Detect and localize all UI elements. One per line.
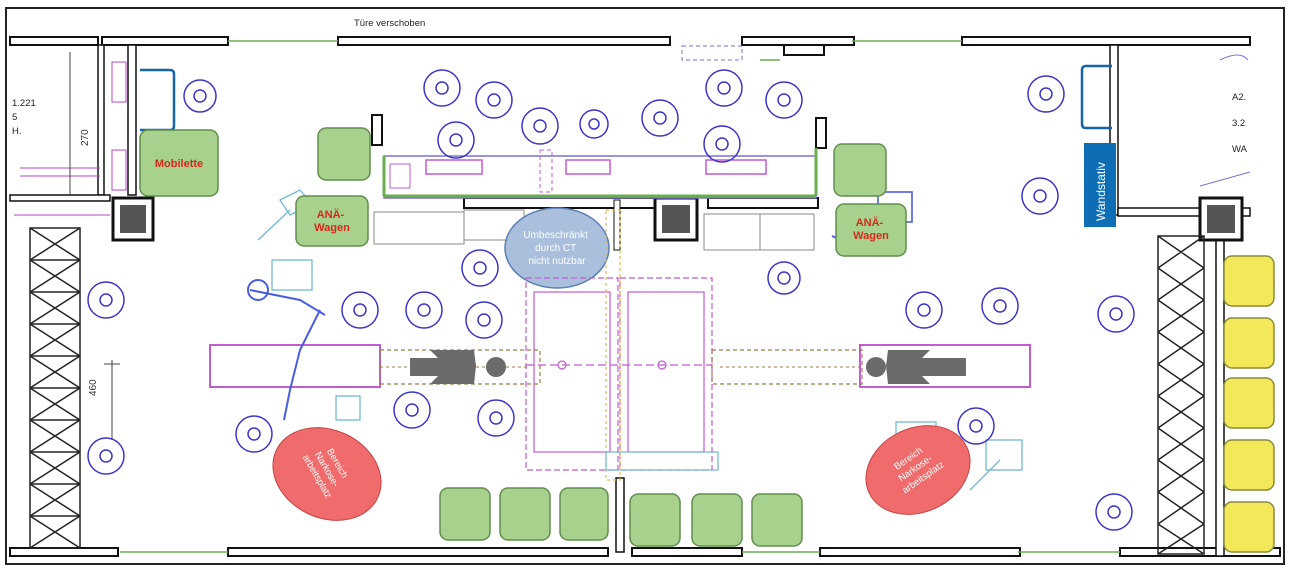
c-arm-left: [247, 189, 361, 421]
mobilette-box: [139, 129, 219, 197]
ct-line-3: nicht nutzbar: [528, 256, 586, 267]
anesthesia-zone-right: Bereich Narkose- arbeitsplatz: [865, 425, 971, 515]
structural-columns: [111, 196, 1244, 242]
staff-figures: [87, 69, 1135, 531]
right-room-line-2: 3.2: [1232, 118, 1245, 129]
person-icon: [475, 81, 513, 119]
left-room-line-2: 5: [12, 112, 17, 123]
left-room-number: 1.221 5 H.: [12, 98, 38, 137]
left-room-line-3: H.: [12, 126, 22, 137]
person-icon: [981, 287, 1019, 325]
dimension-460: 460: [88, 379, 99, 396]
person-icon: [341, 291, 379, 329]
person-icon: [579, 109, 609, 139]
equipment-boxes: [139, 127, 907, 547]
person-icon: [235, 415, 273, 453]
left-annex: [14, 61, 127, 216]
ct-restriction-label: Umbeschränkt durch CT nicht nutzbar: [523, 230, 590, 267]
mobilette-label: Mobilette: [155, 158, 203, 170]
ana-left-line-2: Wagen: [314, 222, 350, 234]
person-icon: [905, 291, 943, 329]
person-icon: [477, 399, 515, 437]
person-icon: [703, 125, 741, 163]
person-icon: [767, 261, 801, 295]
person-icon: [437, 121, 475, 159]
ana-wagon-left-label: ANÄ- Wagen: [314, 208, 350, 234]
person-icon: [87, 281, 125, 319]
yellow-storage: [1223, 255, 1275, 553]
person-icon: [405, 291, 443, 329]
left-room-line-1: 1.221: [12, 98, 36, 109]
anesthesia-zone-left: Bereich Narkose- arbeitsplatz: [272, 427, 382, 521]
ana-wagon-left: [295, 195, 369, 247]
ct-restriction-zone: Umbeschränkt durch CT nicht nutzbar: [504, 207, 610, 289]
door-frame-right: [1080, 64, 1112, 130]
wall-stand-label: Wandstativ: [1094, 162, 1108, 221]
ana-right-line-2: Wagen: [853, 230, 889, 242]
cabinets: [373, 209, 815, 251]
person-icon: [87, 437, 125, 475]
right-shelving-rack: [1157, 235, 1205, 555]
patient-table-right: [711, 344, 1031, 388]
person-icon: [1027, 75, 1065, 113]
door-shifted-label: Türe verschoben: [354, 18, 425, 29]
person-icon: [1097, 295, 1135, 333]
person-icon: [765, 81, 803, 119]
person-icon: [705, 69, 743, 107]
left-shelving-rack: [29, 227, 81, 549]
walls: [9, 36, 1281, 557]
svg-text:Bereich Narkose- a: Bereich Narkose- arbeitsplatz: [300, 441, 355, 501]
ana-left-line-1: ANÄ-: [317, 208, 345, 221]
person-icon: [1095, 493, 1133, 531]
ct-tables: [525, 209, 719, 481]
person-icon: [521, 107, 559, 145]
right-room-line-1: A2.: [1232, 92, 1246, 103]
person-icon: [1021, 177, 1059, 215]
person-icon: [393, 391, 431, 429]
ct-line-1: Umbeschränkt: [523, 230, 588, 241]
person-icon: [423, 69, 461, 107]
person-icon: [957, 407, 995, 445]
right-room-line-3: WA: [1232, 144, 1248, 155]
wall-stand: Wandstativ: [1084, 143, 1116, 227]
dimension-270: 270: [80, 129, 91, 146]
person-icon: [641, 99, 679, 137]
person-icon: [183, 79, 217, 113]
frame-border: [5, 7, 1285, 565]
ct-line-2: durch CT: [535, 243, 576, 254]
ana-wagon-right: [835, 203, 907, 257]
ana-right-line-1: ANÄ-: [856, 216, 884, 229]
person-icon: [461, 249, 499, 287]
ana-wagon-right-label: ANÄ- Wagen: [853, 216, 889, 242]
control-room-counter: [382, 148, 818, 199]
patient-table-left: [209, 344, 541, 388]
right-room-number: A2. 3.2 WA: [1232, 92, 1249, 155]
person-icon: [465, 301, 503, 339]
